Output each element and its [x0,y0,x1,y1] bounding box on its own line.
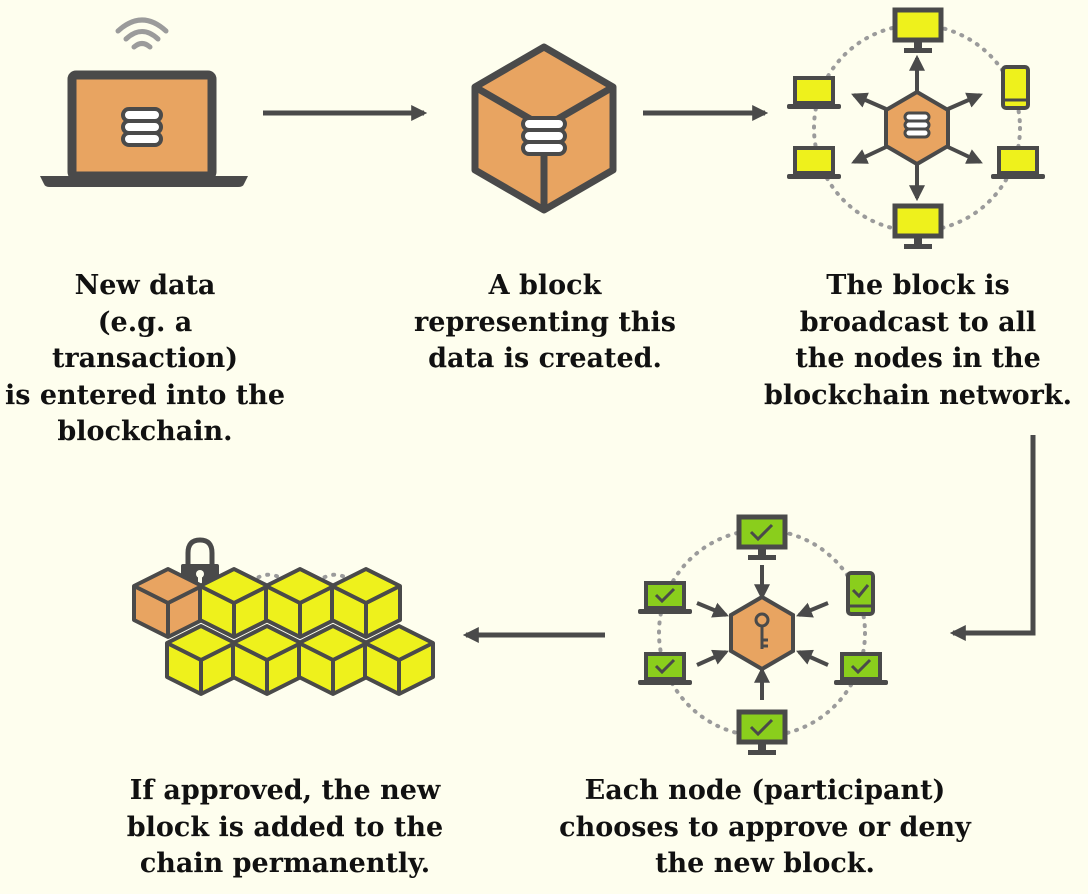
cube-chain [132,567,435,696]
database-icon [121,107,163,147]
monitor-check-icon [736,514,788,560]
approval-arrows [696,565,829,700]
key-icon [754,612,770,649]
smartphone-check-icon [846,571,875,616]
laptop-check-icon [834,652,888,685]
monitor-icon [892,203,944,249]
smartphone-icon [1001,65,1030,110]
wifi-icon [115,17,169,50]
broadcast-network-icon [787,7,1045,249]
monitor-check-icon [736,709,788,755]
step5-caption: If approved, the new block is added to t… [126,775,444,879]
locked-chain-icon [132,537,435,696]
arrow-step3-to-step4 [949,435,1036,642]
step2-caption: A block representing this data is create… [414,270,676,374]
laptop-icon [991,146,1045,179]
database-icon [521,116,567,156]
block-cube-icon [471,43,617,214]
laptop-icon [787,76,841,109]
center-key-block-icon [729,594,795,672]
step4-caption: Each node (participant) chooses to appro… [559,775,971,879]
laptop-check-icon [638,652,692,685]
laptop-icon [787,146,841,179]
chain-block-cube [363,624,435,696]
center-block-icon [884,89,950,167]
laptop-check-icon [638,581,692,614]
step1-caption: New data (e.g. a transaction) is entered… [4,270,286,447]
laptop-database-wifi-icon [40,17,248,187]
step3-caption: The block is broadcast to all the nodes … [763,270,1072,411]
approval-network-icon [638,514,888,755]
broadcast-arrows [851,54,983,202]
chain-block-cube [330,567,402,639]
monitor-icon [892,7,944,53]
